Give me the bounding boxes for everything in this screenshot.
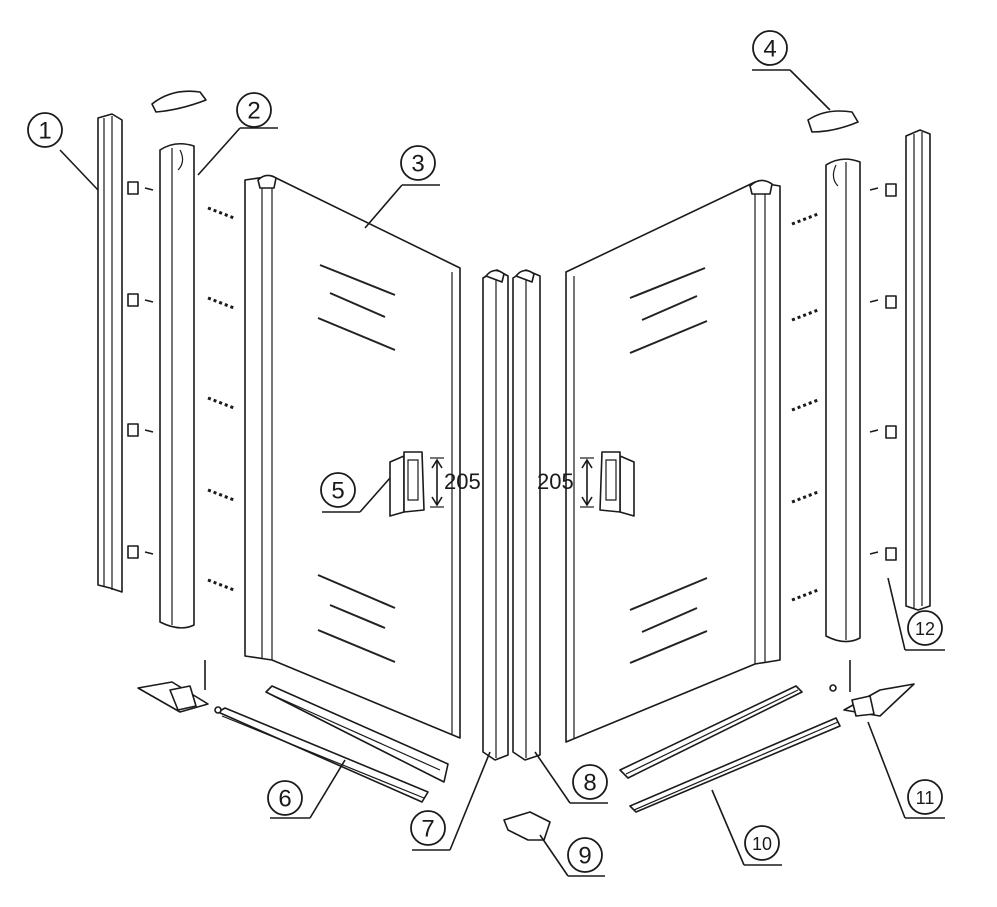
leader-line	[867, 721, 945, 819]
wall-bracket	[127, 545, 139, 559]
callout-label: 5	[331, 478, 344, 505]
leader-line	[887, 577, 945, 651]
callout-label: 4	[763, 36, 776, 63]
wall-profile-right	[905, 129, 931, 611]
door-panel-right	[565, 179, 781, 743]
leader-line	[539, 834, 605, 877]
callout-10: 10	[711, 789, 782, 866]
callout-1: 1	[27, 112, 99, 191]
screw	[207, 206, 235, 220]
dimension-right: 205	[537, 469, 574, 494]
callout-8: 8	[534, 751, 608, 804]
callout-label: 9	[578, 843, 591, 870]
pivot-bracket-right	[829, 660, 915, 717]
callout-5: 5	[320, 472, 391, 513]
leader-line	[752, 69, 831, 111]
leader-line	[711, 789, 782, 866]
corner-profile-8	[512, 269, 541, 761]
callout-circle	[567, 837, 603, 873]
top-cap-right	[807, 110, 859, 133]
callout-9: 9	[539, 834, 605, 877]
callout-circle	[27, 112, 63, 148]
screw	[791, 212, 819, 226]
wall-bracket	[885, 183, 897, 197]
callout-circle	[907, 610, 943, 646]
screw	[869, 187, 879, 191]
leader-line	[322, 477, 391, 513]
screw	[869, 429, 879, 433]
screw	[207, 396, 235, 410]
screw	[791, 398, 819, 412]
callout-3: 3	[364, 145, 440, 229]
leader-line	[197, 127, 278, 176]
wall-bracket	[127, 423, 139, 437]
handle-right	[580, 451, 635, 517]
callout-11: 11	[867, 721, 945, 819]
callout-label: 1	[38, 118, 51, 145]
adapter-profile-left	[159, 142, 195, 629]
callout-label: 6	[278, 786, 291, 813]
wall-profile-left	[97, 113, 123, 593]
callout-label: 11	[916, 788, 935, 808]
corner-connector	[503, 811, 551, 841]
screw	[791, 308, 819, 322]
pivot-bracket-left	[137, 660, 222, 714]
leader-line	[270, 759, 346, 819]
callout-label: 8	[583, 770, 596, 797]
leader-line	[534, 751, 608, 804]
bottom-rail-right	[619, 685, 841, 813]
callout-circle	[572, 764, 608, 800]
adapter-profile-right	[825, 158, 861, 643]
screw	[207, 296, 235, 310]
screw	[144, 551, 154, 555]
callout-circle	[267, 780, 303, 816]
callout-label: 12	[915, 619, 935, 639]
wall-bracket	[127, 293, 139, 307]
leader-line	[412, 751, 491, 851]
screws-and-brackets	[127, 181, 897, 602]
callout-circle	[744, 825, 780, 861]
door-panel-left	[244, 174, 461, 739]
callout-circle	[410, 810, 446, 846]
callout-6: 6	[267, 759, 346, 819]
wall-bracket	[127, 181, 139, 195]
wall-bracket	[885, 295, 897, 309]
callout-circle	[752, 30, 788, 66]
callout-circle	[400, 145, 436, 181]
bottom-rail-left	[217, 685, 449, 803]
callout-circle	[907, 779, 943, 815]
leader-line	[59, 149, 99, 191]
handle-left	[389, 451, 444, 517]
callout-circle	[320, 472, 356, 508]
callout-circle	[236, 92, 272, 128]
screw	[144, 429, 154, 433]
screw	[207, 578, 235, 592]
dimension-left: 205	[444, 469, 481, 494]
callout-7: 7	[410, 751, 491, 851]
screw	[791, 490, 819, 504]
callout-label: 7	[421, 816, 434, 843]
screw	[869, 551, 879, 555]
glass-stripes-left	[317, 264, 396, 663]
callout-2: 2	[197, 92, 278, 176]
leader-line	[364, 184, 440, 229]
callout-label: 10	[752, 834, 772, 854]
callout-4: 4	[752, 30, 831, 111]
callout-label: 3	[411, 151, 424, 178]
glass-stripes-right	[629, 267, 708, 664]
callout-12: 12	[887, 577, 945, 651]
screw	[144, 187, 154, 191]
screw	[207, 488, 235, 502]
wall-bracket	[885, 425, 897, 439]
wall-bracket	[885, 547, 897, 561]
screw	[791, 588, 819, 602]
screw	[869, 299, 879, 303]
callout-label: 2	[247, 98, 260, 125]
screw	[144, 299, 154, 303]
corner-profile-7	[482, 269, 509, 761]
top-cap-left	[151, 90, 207, 113]
